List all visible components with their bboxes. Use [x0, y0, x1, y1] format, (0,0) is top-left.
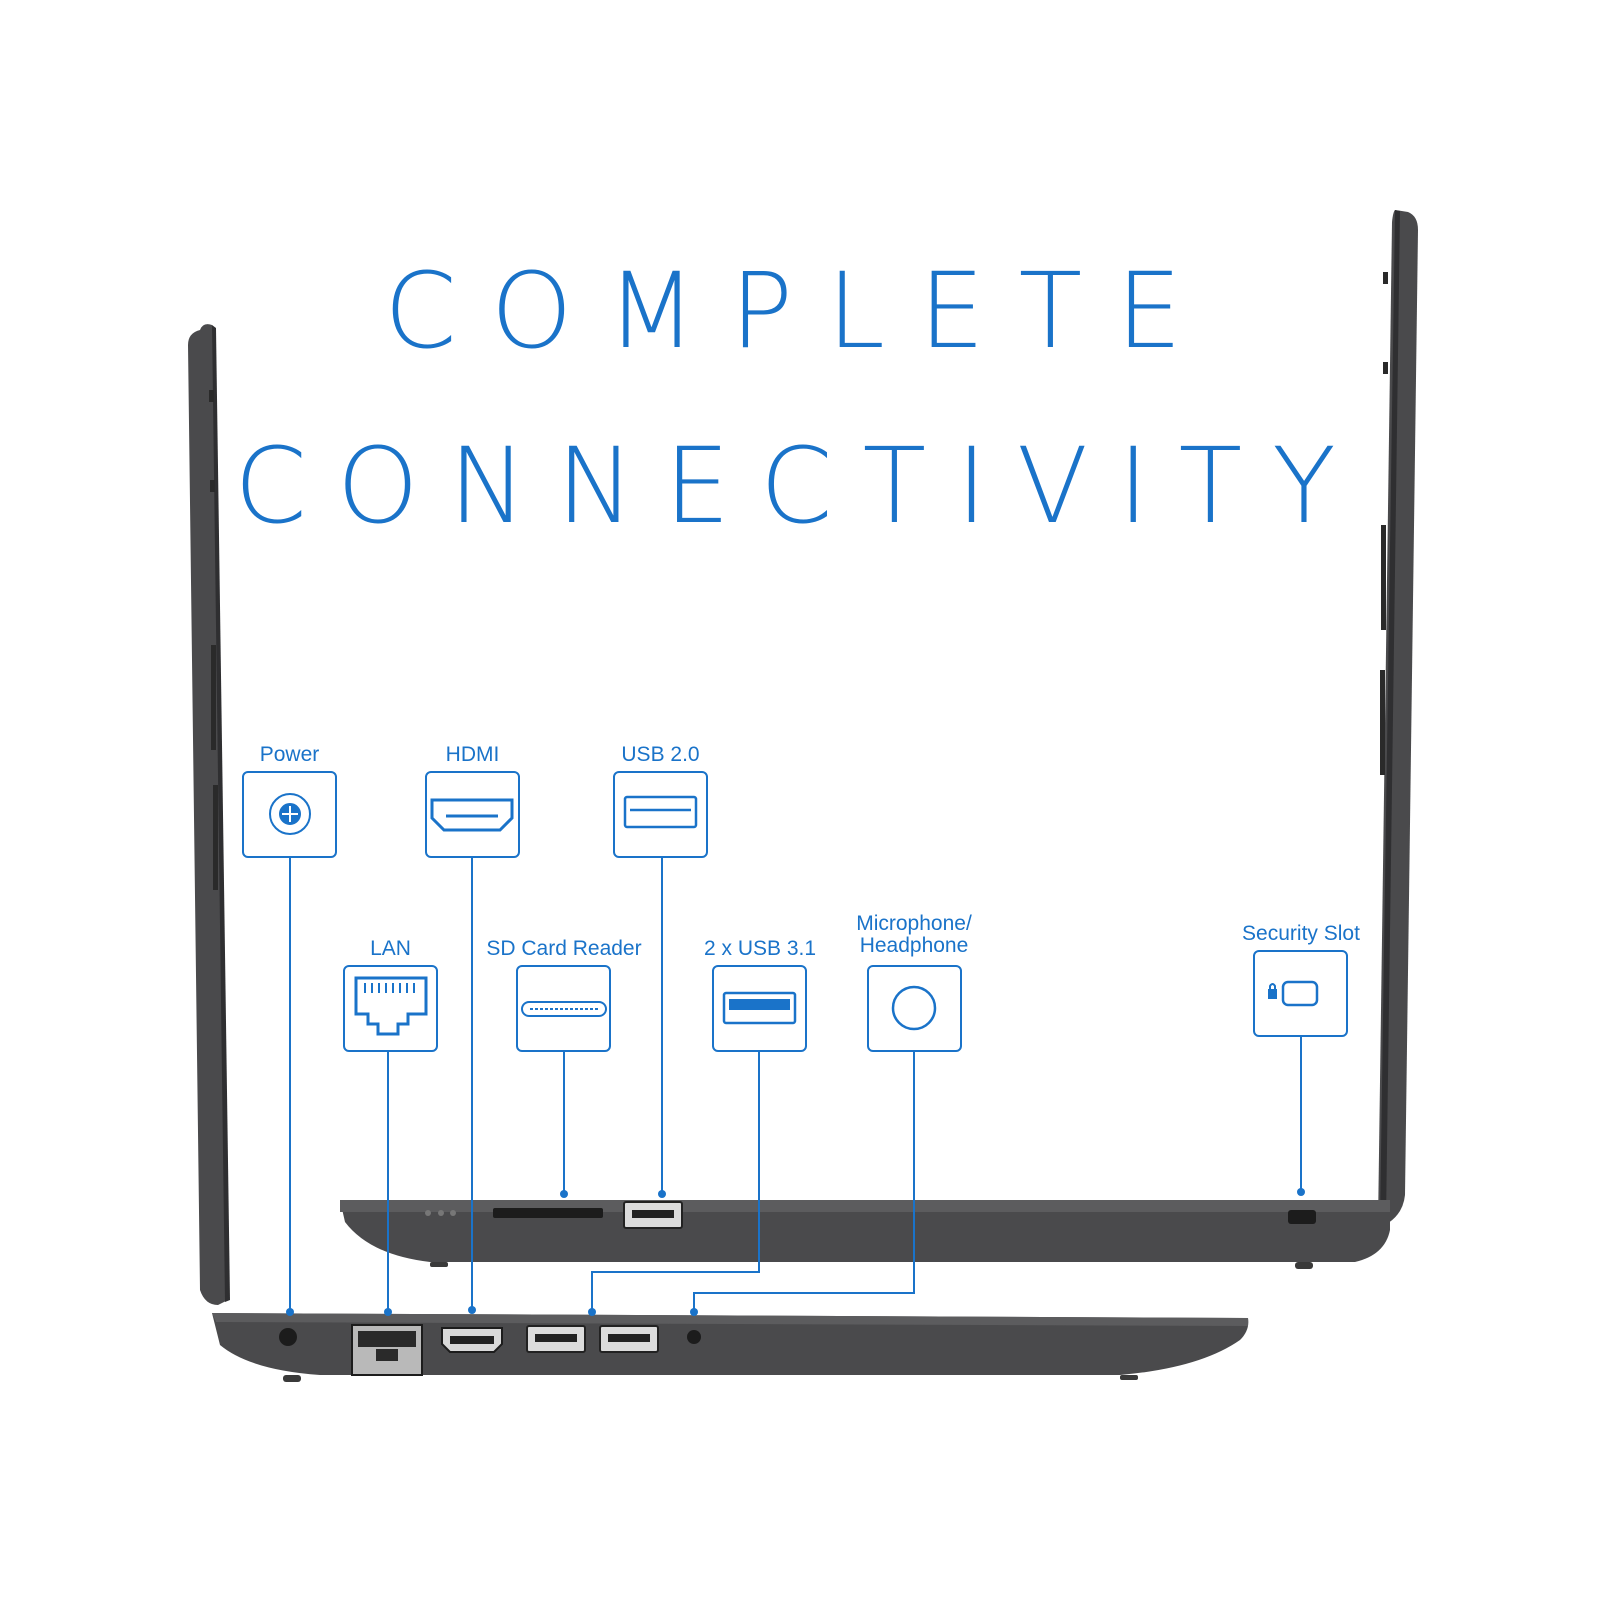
- label-usb-3-1: 2 x USB 3.1: [703, 937, 817, 960]
- headline-line-2: CONNECTIVITY: [234, 425, 1366, 547]
- callout-dots: [286, 1188, 1305, 1316]
- right-laptop: [340, 210, 1418, 1269]
- label-microphone: Microphone/: [856, 912, 972, 935]
- usb-2-icon: [623, 795, 698, 829]
- label-lan: LAN: [370, 937, 411, 960]
- callout-lines: [242, 771, 1348, 1312]
- label-security-slot: Security Slot: [1242, 922, 1360, 945]
- hdmi-icon: [430, 798, 514, 832]
- usb-3-icon: [722, 991, 797, 1025]
- label-headphone: Headphone: [859, 934, 969, 957]
- power-icon: [269, 793, 311, 835]
- label-sd-card-reader: SD Card Reader: [486, 937, 642, 960]
- headline-line-1: COMPLETE: [384, 250, 1216, 372]
- label-usb-2: USB 2.0: [621, 743, 700, 766]
- headphone-jack-icon: [891, 985, 937, 1031]
- label-power: Power: [259, 743, 320, 766]
- lock-icon: [1268, 980, 1319, 1007]
- label-hdmi: HDMI: [445, 743, 500, 766]
- left-laptop: [188, 324, 1249, 1382]
- lan-icon: [354, 976, 428, 1036]
- sd-card-icon: [521, 1001, 607, 1017]
